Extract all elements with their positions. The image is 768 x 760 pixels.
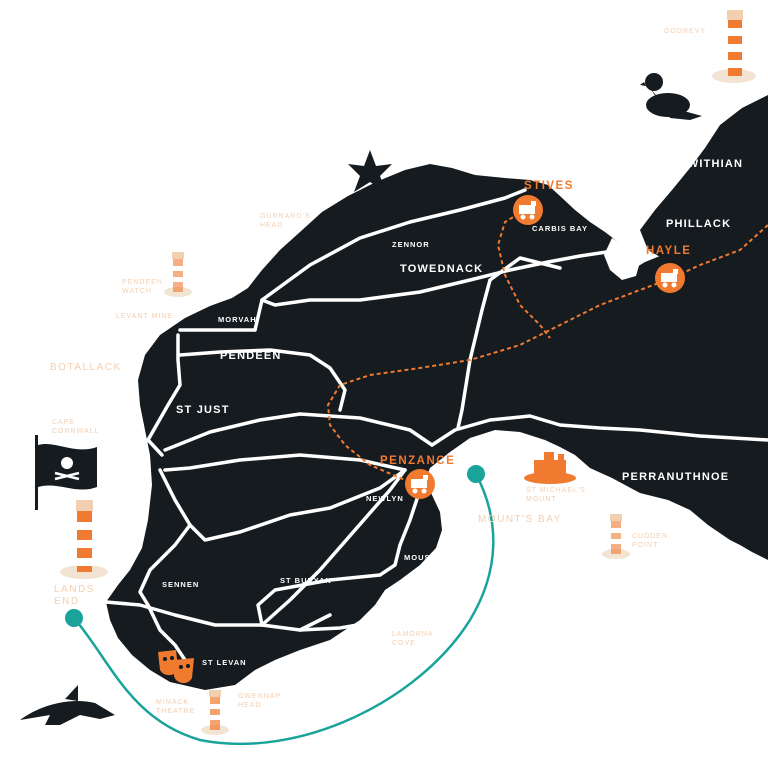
label-st-just[interactable]: ST JUST — [176, 404, 230, 416]
label-phillack[interactable]: PHILLACK — [666, 218, 732, 230]
label-minack-theatre: MINACK THEATRE — [156, 699, 196, 715]
label-mounts-bay: MOUNT'S BAY — [478, 514, 562, 525]
boat-route — [73, 473, 495, 745]
penzance-train-icon[interactable] — [405, 469, 435, 499]
cudden-lighthouse-icon — [602, 514, 630, 559]
starfish-icon — [348, 150, 392, 192]
label-lamorna-cove: LAMORNA COVE — [392, 631, 434, 647]
godrevy-lighthouse-icon — [712, 10, 756, 83]
label-lands-end: LANDS END — [54, 584, 95, 607]
lands-end-route-marker[interactable] — [65, 609, 83, 627]
label-st-buryan[interactable]: ST BURYAN — [280, 576, 332, 585]
label-zennor[interactable]: ZENNOR — [392, 240, 430, 249]
label-perranuthnoe[interactable]: PERRANUTHNOE — [622, 471, 730, 483]
label-towednack[interactable]: TOWEDNACK — [400, 263, 484, 275]
label-gurnards-head: GURNARD'S HEAD — [260, 213, 311, 229]
label-pendeen-watch: PENDEEN WATCH — [122, 279, 163, 295]
label-newlyn[interactable]: NEWLYN — [366, 494, 404, 503]
hayle-train-icon[interactable] — [655, 263, 685, 293]
label-st-levan[interactable]: ST LEVAN — [202, 658, 247, 667]
landmass-west-penwith — [106, 164, 768, 690]
label-st-michaels-mount: ST MICHAEL'S MOUNT — [526, 487, 586, 503]
dolphin-icon — [20, 685, 115, 725]
label-gwennap-head: GWENNAP HEAD — [238, 693, 282, 709]
label-godrevy: GODREVY — [664, 28, 707, 35]
st-michaels-mount-icon[interactable] — [524, 452, 576, 484]
label-pendeen[interactable]: PENDEEN — [220, 350, 282, 362]
label-botallack: BOTALLACK — [50, 362, 122, 373]
label-morvah[interactable]: MORVAH — [218, 315, 257, 324]
hayle-estuary — [604, 238, 640, 280]
pendeen-lighthouse-icon — [164, 252, 192, 297]
mounts-bay-route-marker[interactable] — [467, 465, 485, 483]
gwennap-lighthouse-icon — [201, 690, 229, 735]
seal-icon — [640, 73, 702, 120]
st-ives-train-icon[interactable] — [513, 195, 543, 225]
theatre-masks-icon[interactable] — [158, 650, 194, 684]
label-mousehole[interactable]: MOUSEHOLE — [404, 553, 462, 562]
landmass-east-gwithian — [640, 95, 768, 258]
pirate-flag-icon[interactable] — [35, 435, 97, 510]
label-levant-mine: LEVANT MINE — [116, 313, 174, 320]
label-cape-cornwall: CAPE CORNWALL — [52, 419, 100, 435]
label-hayle[interactable]: HAYLE — [646, 245, 692, 257]
label-gwithian[interactable]: GWITHIAN — [678, 158, 744, 170]
lands-end-lighthouse-icon — [60, 500, 108, 579]
road-network — [104, 188, 768, 662]
label-cudden-point: CUDDEN POINT — [632, 533, 668, 549]
label-sennen[interactable]: SENNEN — [162, 580, 200, 589]
label-penzance[interactable]: PENZANCE — [380, 455, 456, 467]
label-st-ives[interactable]: STIVES — [524, 180, 574, 192]
label-carbis-bay[interactable]: CARBIS BAY — [532, 224, 588, 233]
